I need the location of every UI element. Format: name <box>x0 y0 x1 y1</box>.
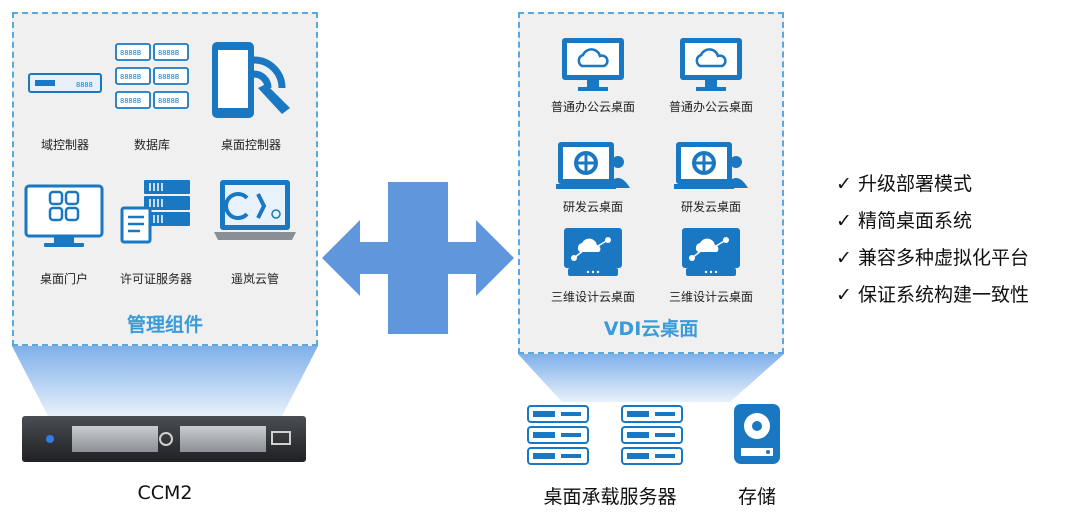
hosting-servers-icon <box>527 405 683 465</box>
benefit-text: 兼容多种虚拟化平台 <box>858 247 1030 269</box>
vdi-panel-title: VDI云桌面 <box>603 318 699 340</box>
benefit-item: ✓ 保证系统构建一致性 <box>836 277 1029 314</box>
svg-text:8888B: 8888B <box>120 73 141 81</box>
dev-desktop-2: 研发云桌面 <box>674 140 748 214</box>
item-label: 许可证服务器 <box>119 272 192 286</box>
developer-desktop-icon <box>674 142 748 189</box>
3d-design-desktop-1: 三维设计云桌面 <box>551 226 635 304</box>
item-label: 桌面控制器 <box>220 138 281 152</box>
item-label: 域控制器 <box>40 138 89 152</box>
benefit-item: ✓ 精简桌面系统 <box>836 203 1029 240</box>
database-servers-icon: 8888B 8888B 8888B 8888B 8888B 8888B <box>115 43 189 109</box>
svg-text:8888B: 8888B <box>120 97 141 105</box>
laptop-cloud-icon <box>214 180 296 240</box>
desktop-portal: 桌面门户 <box>24 184 104 286</box>
monitor-cloud-icon <box>680 38 742 91</box>
svg-text:8888B: 8888B <box>158 97 179 105</box>
benefit-text: 升级部署模式 <box>858 173 973 195</box>
office-desktop-1: 普通办公云桌面 <box>551 36 635 114</box>
benefit-item: ✓ 升级部署模式 <box>836 166 1029 203</box>
benefit-item: ✓ 兼容多种虚拟化平台 <box>836 240 1029 277</box>
vdi-light-beam <box>518 354 784 402</box>
item-label: 研发云桌面 <box>680 200 741 214</box>
item-label: 遥岚云管 <box>230 272 279 286</box>
storage-drive-icon <box>734 404 780 464</box>
svg-text:8888B: 8888B <box>158 49 179 57</box>
domain-controller: 8888 域控制器 <box>28 68 102 152</box>
check-icon: ✓ <box>836 247 852 269</box>
desktop-controller: 桌面控制器 <box>208 40 294 152</box>
server-rack-icon: 8888 <box>28 73 102 93</box>
item-label: 三维设计云桌面 <box>550 290 635 304</box>
tablet-wireless-icon <box>212 42 290 118</box>
3d-design-desktop-icon <box>564 228 622 276</box>
hosting-server-label: 桌面承载服务器 <box>543 486 677 508</box>
storage-label: 存储 <box>737 486 776 508</box>
item-label: 普通办公云桌面 <box>668 100 753 114</box>
benefits-list: ✓ 升级部署模式 ✓ 精简桌面系统 ✓ 兼容多种虚拟化平台 ✓ 保证系统构建一致性 <box>836 166 1029 314</box>
item-label: 桌面门户 <box>39 272 88 286</box>
svg-text:8888: 8888 <box>76 81 93 89</box>
svg-text:8888B: 8888B <box>120 49 141 57</box>
check-icon: ✓ <box>836 173 852 195</box>
ccm-light-beam <box>12 346 318 416</box>
database: 8888B 8888B 8888B 8888B 8888B 8888B 数据库 <box>114 42 190 152</box>
cloud-manager: 遥岚云管 <box>212 178 298 286</box>
check-icon: ✓ <box>836 210 852 232</box>
item-label: 普通办公云桌面 <box>550 100 635 114</box>
license-server-icon <box>120 180 190 244</box>
ccm-appliance-image <box>22 416 306 462</box>
check-icon: ✓ <box>836 284 852 306</box>
3d-design-desktop-icon <box>682 228 740 276</box>
dev-desktop-1: 研发云桌面 <box>556 140 630 214</box>
office-desktop-2: 普通办公云桌面 <box>669 36 753 114</box>
management-panel-title: 管理组件 <box>126 314 203 336</box>
monitor-cloud-icon <box>562 38 624 91</box>
item-label: 三维设计云桌面 <box>668 290 753 304</box>
svg-text:8888B: 8888B <box>158 73 179 81</box>
item-label: 研发云桌面 <box>562 200 623 214</box>
license-server: 许可证服务器 <box>118 178 194 286</box>
developer-desktop-icon <box>556 142 630 189</box>
benefit-text: 保证系统构建一致性 <box>858 284 1030 306</box>
bidirectional-cross-arrow <box>322 182 514 334</box>
benefit-text: 精简桌面系统 <box>858 210 973 232</box>
monitor-grid-icon <box>24 184 104 247</box>
3d-design-desktop-2: 三维设计云桌面 <box>669 226 753 304</box>
ccm-label: CCM2 <box>137 482 193 504</box>
item-label: 数据库 <box>133 138 170 152</box>
